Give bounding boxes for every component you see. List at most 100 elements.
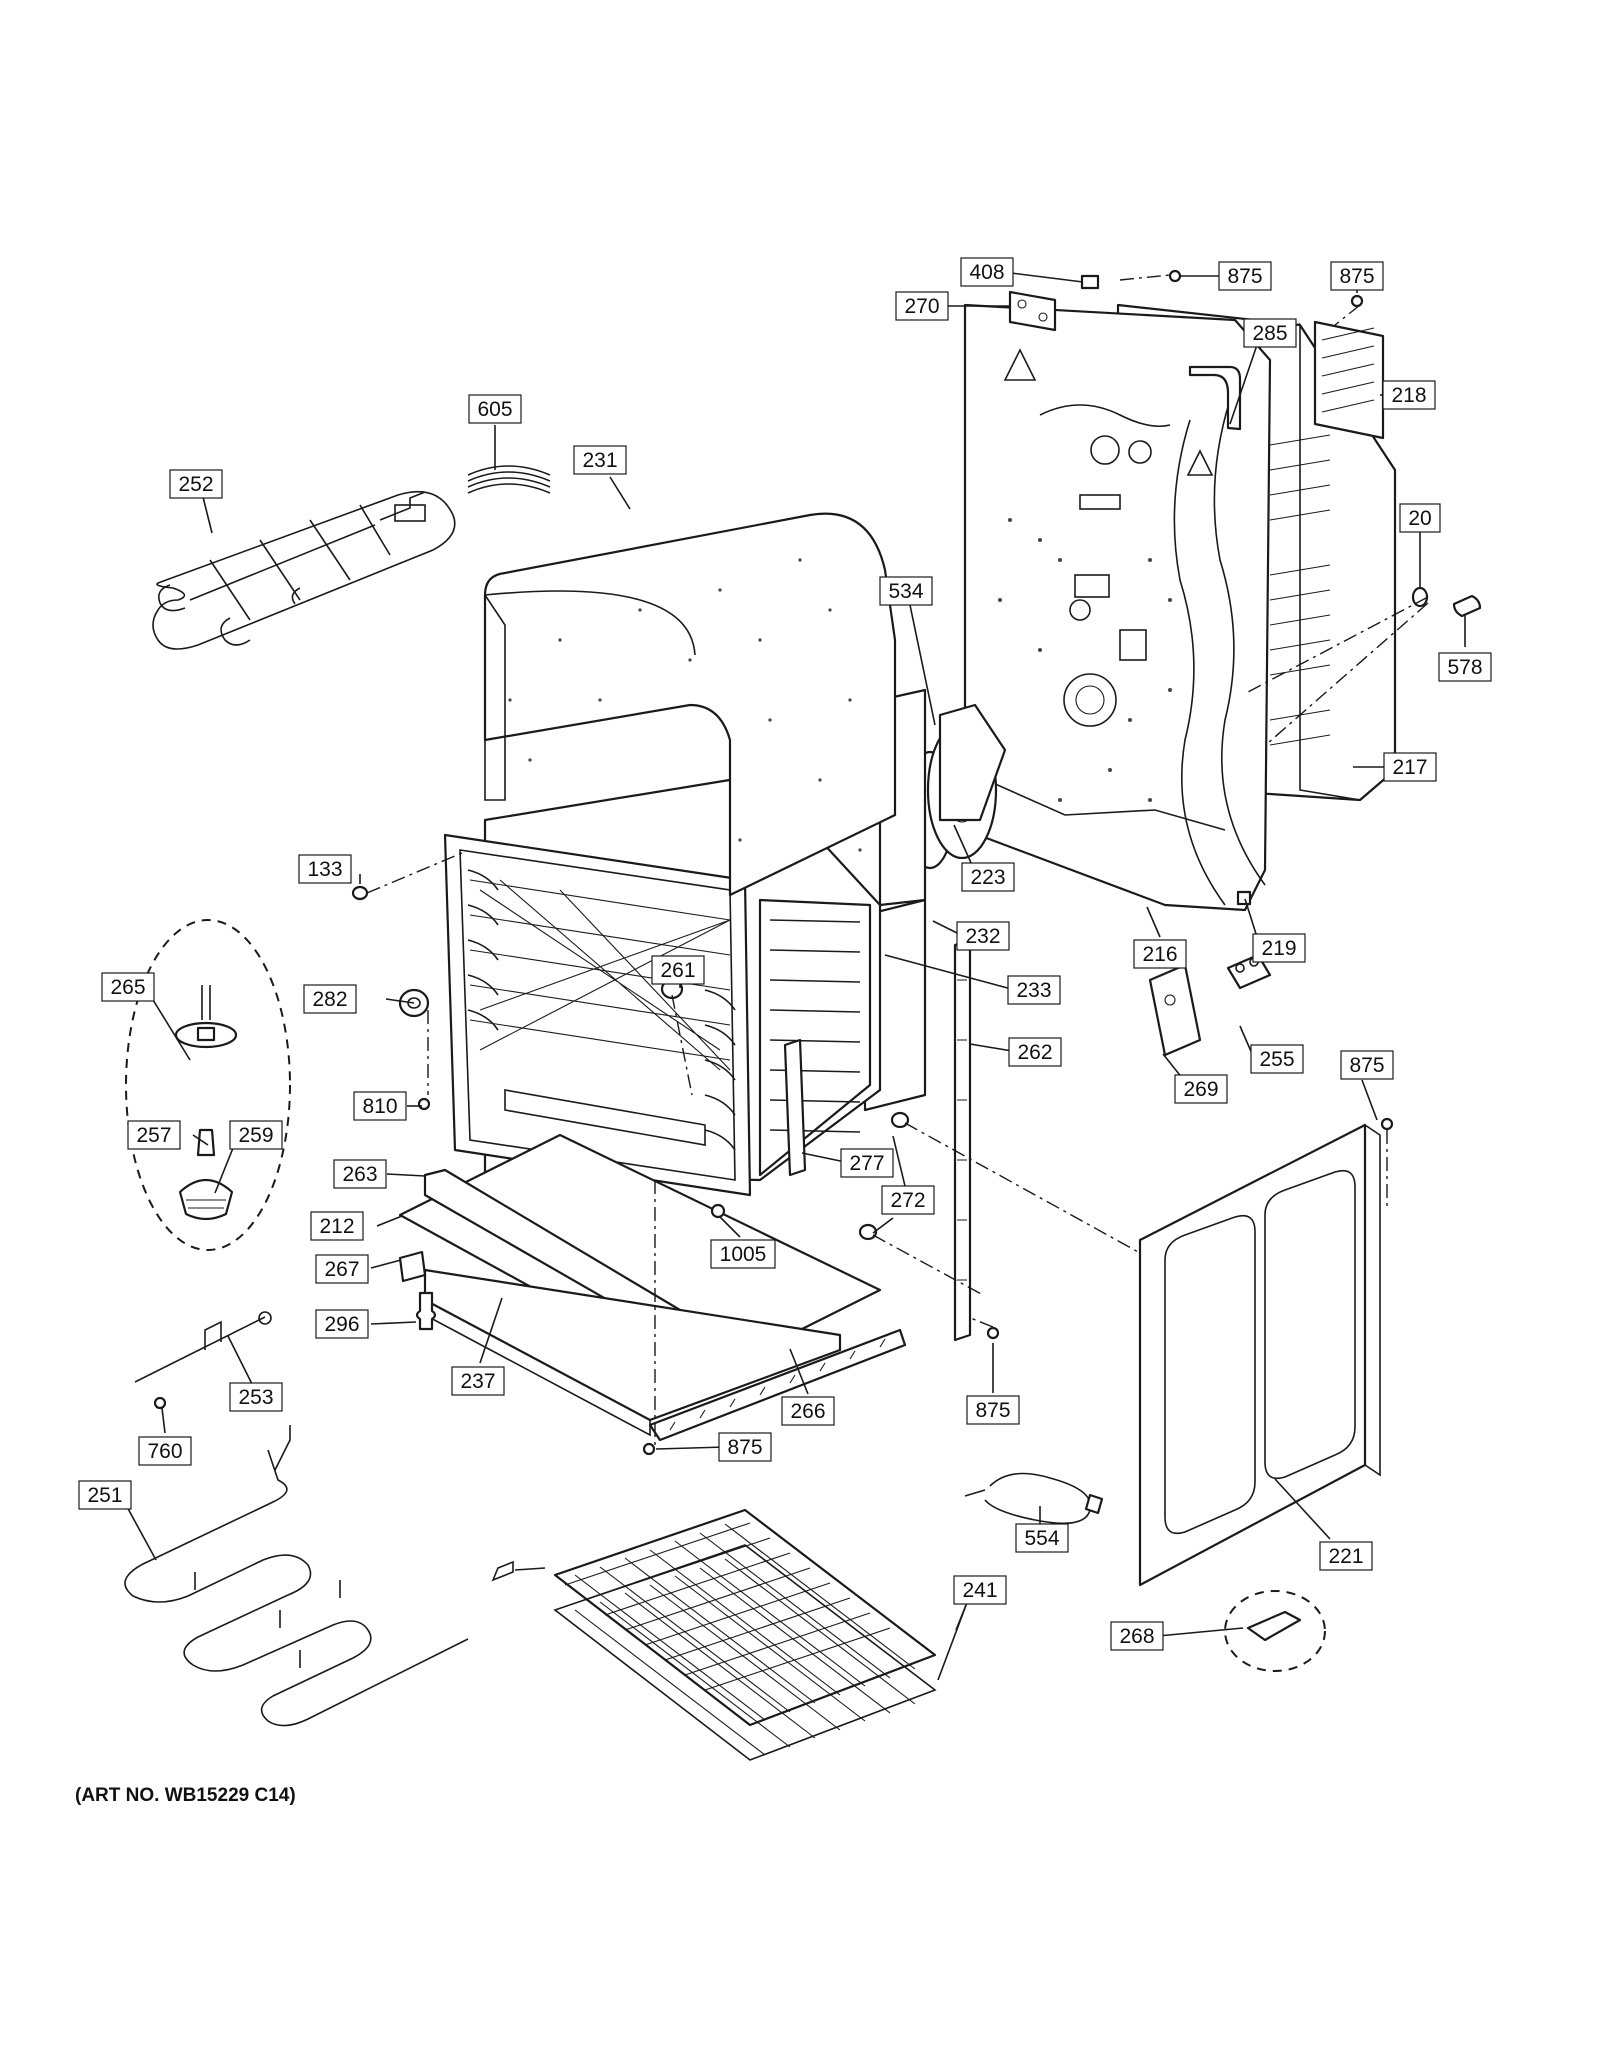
callout-number: 218	[1391, 384, 1426, 407]
rack-supports-left	[467, 869, 499, 1031]
screw-875-door	[1380, 1117, 1394, 1131]
callout-number: 241	[962, 1579, 997, 1602]
callout-number: 257	[136, 1124, 171, 1147]
callout-241: 241	[953, 1575, 1007, 1605]
callout-554: 554	[1015, 1523, 1069, 1553]
callout-285: 285	[1243, 318, 1297, 348]
callout-number: 231	[582, 449, 617, 472]
callout-216: 216	[1133, 939, 1187, 969]
callout-212: 212	[310, 1211, 364, 1241]
door-221	[1138, 1123, 1381, 1587]
callout-box	[127, 1120, 181, 1150]
callout-box	[303, 984, 357, 1014]
callout-760: 760	[138, 1436, 192, 1466]
callout-number: 223	[970, 866, 1005, 889]
callout-number: 408	[969, 261, 1004, 284]
callout-251: 251	[78, 1480, 132, 1510]
callout-box	[1340, 1050, 1394, 1080]
callout-box	[960, 257, 1014, 287]
callout-box	[315, 1254, 369, 1284]
callout-number: 255	[1259, 1048, 1294, 1071]
callout-number: 270	[904, 295, 939, 318]
callout-268: 268	[1110, 1621, 1164, 1651]
callout-875d: 875	[718, 1432, 772, 1462]
callout-231: 231	[573, 445, 627, 475]
callout-237: 237	[451, 1366, 505, 1396]
callout-box	[138, 1436, 192, 1466]
power-cord-554	[964, 1472, 1104, 1525]
callout-box	[78, 1480, 132, 1510]
callout-number: 266	[790, 1400, 825, 1423]
screw-1005	[710, 1203, 726, 1219]
callout-221: 221	[1319, 1541, 1373, 1571]
callout-1005: 1005	[710, 1239, 776, 1269]
screw-875-bottom	[642, 1442, 656, 1456]
callout-number: 265	[110, 976, 145, 999]
callout-box	[468, 394, 522, 424]
callout-box	[1383, 752, 1437, 782]
tube-285	[1188, 365, 1242, 431]
screw-810	[417, 1097, 431, 1111]
callout-875e: 875	[966, 1395, 1020, 1425]
callout-box	[956, 921, 1010, 951]
strain-relief-219	[1236, 890, 1252, 906]
callout-box	[710, 1239, 776, 1269]
callout-box	[1250, 1044, 1304, 1074]
callout-box	[1008, 1037, 1062, 1067]
callout-box	[298, 854, 352, 884]
callout-number: 534	[888, 580, 923, 603]
callout-263: 263	[333, 1159, 387, 1189]
callout-number: 233	[1016, 979, 1051, 1002]
bracket-270	[1008, 290, 1057, 332]
callout-box	[718, 1432, 772, 1462]
callout-261: 261	[651, 955, 705, 985]
callout-box	[101, 972, 155, 1002]
callout-269: 269	[1174, 1074, 1228, 1104]
callout-number: 760	[147, 1440, 182, 1463]
callout-875b: 875	[1330, 261, 1384, 291]
callout-20: 20	[1399, 503, 1441, 533]
callout-box	[1399, 503, 1441, 533]
grommet-133	[351, 885, 369, 901]
callout-number: 219	[1261, 937, 1296, 960]
door-switch-268	[1224, 1590, 1326, 1672]
callout-number: 221	[1328, 1545, 1363, 1568]
callout-218: 218	[1382, 380, 1436, 410]
callout-253: 253	[229, 1382, 283, 1412]
callout-number: 269	[1183, 1078, 1218, 1101]
callout-272: 272	[881, 1185, 935, 1215]
callout-box	[1007, 975, 1061, 1005]
callout-270: 270	[895, 291, 949, 321]
callout-number: 605	[477, 398, 512, 421]
callout-number: 216	[1142, 943, 1177, 966]
callout-232: 232	[956, 921, 1010, 951]
callout-number: 875	[727, 1436, 762, 1459]
hinge-277	[783, 1038, 807, 1177]
connector-408	[1080, 274, 1100, 290]
callout-number: 1005	[720, 1243, 767, 1266]
callout-266: 266	[781, 1396, 835, 1426]
bracket-269	[1148, 963, 1202, 1057]
callout-box	[895, 291, 949, 321]
callout-number: 262	[1017, 1041, 1052, 1064]
callout-box	[169, 469, 223, 499]
bake-element-251	[124, 1425, 546, 1727]
callout-box	[651, 955, 705, 985]
callout-296: 296	[315, 1309, 369, 1339]
callout-265: 265	[101, 972, 155, 1002]
callout-number: 277	[849, 1152, 884, 1175]
callout-box	[1218, 261, 1272, 291]
screw-875-trim	[986, 1326, 1000, 1340]
callout-box	[879, 576, 933, 606]
callout-box	[1330, 261, 1384, 291]
screw-875-right	[1350, 294, 1364, 308]
callout-number: 875	[1349, 1054, 1384, 1077]
callout-217: 217	[1383, 752, 1437, 782]
callout-number: 282	[312, 988, 347, 1011]
callout-number: 212	[319, 1215, 354, 1238]
side-trim-262	[953, 938, 972, 1342]
callout-number: 232	[965, 925, 1000, 948]
callout-box	[315, 1309, 369, 1339]
